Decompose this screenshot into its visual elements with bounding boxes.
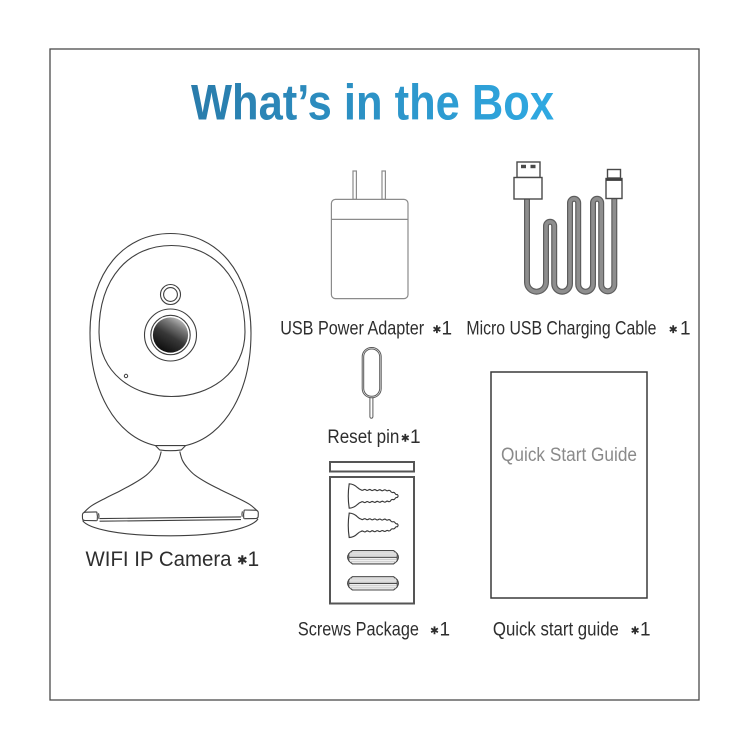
svg-text:1: 1 (440, 620, 451, 641)
svg-text:Screws Package: Screws Package (298, 620, 419, 641)
svg-text:1: 1 (410, 427, 421, 448)
svg-text:Quick Start Guide: Quick Start Guide (501, 445, 637, 466)
svg-text:1: 1 (680, 319, 691, 340)
svg-text:1: 1 (248, 548, 260, 571)
svg-text:Quick start guide: Quick start guide (493, 620, 619, 641)
svg-text:What’s in the Box: What’s in the Box (191, 75, 554, 131)
svg-text:WIFI IP Camera: WIFI IP Camera (86, 548, 232, 571)
svg-text:Reset pin: Reset pin (327, 427, 399, 448)
svg-text:1: 1 (640, 620, 651, 641)
svg-text:USB Power Adapter: USB Power Adapter (280, 319, 425, 340)
svg-text:1: 1 (442, 319, 453, 340)
svg-text:Micro USB Charging Cable: Micro USB Charging Cable (466, 319, 656, 340)
